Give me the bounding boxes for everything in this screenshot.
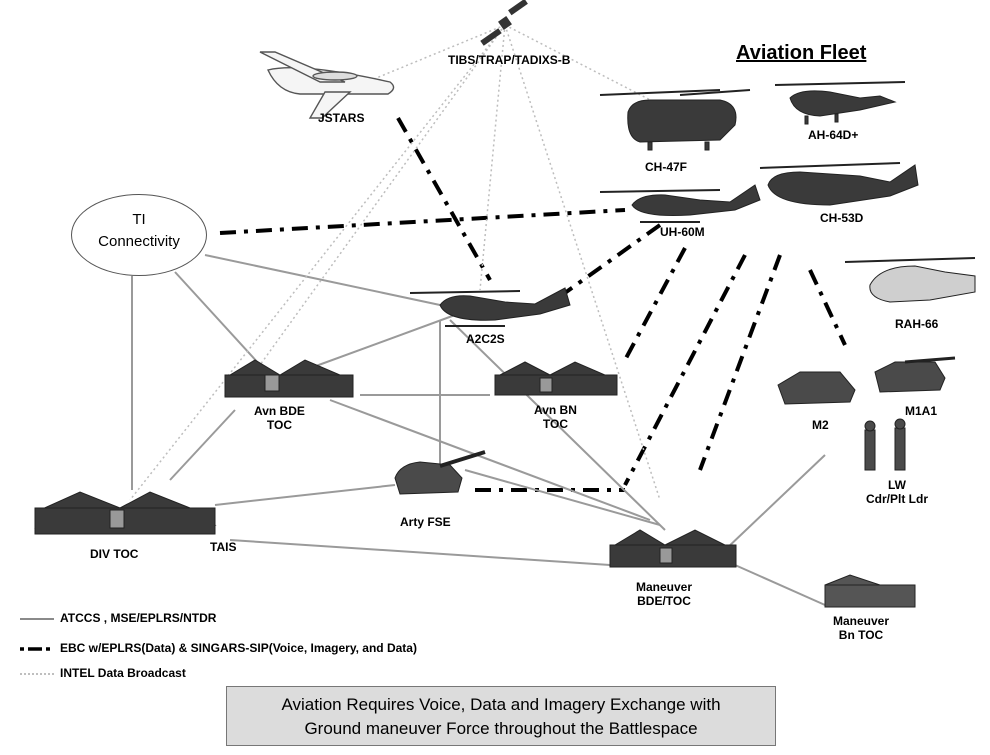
- maneuver-bn-line2: Bn TOC: [838, 628, 884, 642]
- link-avnbde-div: [169, 409, 236, 481]
- legend-solid-line-icon: [20, 617, 54, 620]
- maneuver-bde-line2: BDE/TOC: [637, 594, 691, 608]
- legend-intel-text: INTEL Data Broadcast: [60, 666, 186, 680]
- lw-label: LW Cdr/Plt Ldr: [866, 478, 928, 506]
- ch53-label: CH-53D: [820, 211, 864, 225]
- avn-bn-toc-icon: [494, 361, 618, 396]
- link-ti-avnbde: [174, 271, 261, 366]
- link-uh60-avnbn: [623, 247, 687, 361]
- ch47-label: CH-47F: [645, 160, 688, 174]
- rah66-label: RAH-66: [895, 317, 939, 331]
- maneuver-bde-line1: Maneuver: [636, 580, 693, 594]
- jstars-icon: [259, 51, 395, 119]
- maneuver-bn-toc-icon: [824, 574, 916, 608]
- lw-line1: LW: [888, 478, 906, 492]
- link-ch53-mane: [698, 254, 782, 471]
- aviation-fleet-title: Aviation Fleet: [736, 42, 867, 64]
- div-toc-icon: [34, 491, 217, 535]
- link-div-arty: [214, 484, 396, 506]
- legend-item-ebc: EBC w/EPLRS(Data) & SINGARS-SIP(Voice, I…: [20, 641, 417, 655]
- div-toc-label: DIV TOC: [90, 547, 139, 561]
- maneuver-bn-line1: Maneuver: [833, 614, 890, 628]
- jstars-label: JSTARS: [318, 111, 365, 125]
- link-avnbde-a2c2s: [304, 314, 456, 371]
- link-ti-uh60: [219, 208, 626, 235]
- ah64-icon: [774, 81, 906, 125]
- avn-bde-line2: TOC: [266, 418, 293, 432]
- banner-line2: Ground maneuver Force throughout the Bat…: [304, 719, 698, 738]
- link-manbde-manbn: [734, 564, 826, 606]
- ah64-label: AH-64D+: [808, 128, 859, 142]
- legend-item-intel: INTEL Data Broadcast: [20, 666, 186, 680]
- tais-label: TAIS: [210, 540, 237, 554]
- link-uh60-a2c2s: [553, 223, 662, 302]
- uh60-icon: [599, 184, 761, 223]
- a2c2s-label: A2C2S: [466, 332, 505, 346]
- m2-label: M2: [812, 418, 829, 432]
- maneuver-bn-label: Maneuver Bn TOC: [833, 614, 889, 642]
- link-ti-a2c2s: [204, 254, 441, 306]
- link-uh60-manbde: [623, 254, 747, 486]
- lw-icon: [864, 418, 906, 471]
- link-div-manbde: [229, 539, 611, 566]
- uh60-label: UH-60M: [660, 225, 705, 239]
- avn-bn-label: Avn BN TOC: [534, 403, 577, 431]
- avn-bn-line2: TOC: [542, 417, 568, 431]
- legend-dashdot-line-icon: [20, 647, 54, 651]
- rah66-icon: [844, 257, 976, 303]
- ti-connectivity-node: TI Connectivity: [71, 194, 207, 276]
- legend-ebc-text: EBC w/EPLRS(Data) & SINGARS-SIP(Voice, I…: [60, 641, 417, 655]
- satellite-icon: [480, 0, 528, 46]
- link-arty-manbde-2: [464, 469, 661, 526]
- lw-line2: Cdr/Plt Ldr: [866, 492, 928, 506]
- link-a2c2s-manbde: [449, 319, 666, 531]
- legend-dotted-line-icon: [20, 673, 54, 675]
- m2-icon: [777, 371, 856, 405]
- legend-atccs-text: ATCCS , MSE/EPLRS/NTDR: [60, 611, 217, 625]
- ti-line2: Connectivity: [98, 233, 180, 250]
- avn-bn-line1: Avn BN: [534, 403, 577, 417]
- m1a1-icon: [874, 356, 956, 393]
- link-manbde-m2: [724, 454, 826, 551]
- summary-banner: Aviation Requires Voice, Data and Imager…: [226, 686, 776, 746]
- avn-bde-label: Avn BDE TOC: [254, 404, 305, 432]
- m1a1-label: M1A1: [905, 404, 938, 418]
- maneuver-bde-toc-icon: [609, 529, 737, 568]
- link-avnbde-manbde: [329, 399, 651, 521]
- a2c2s-icon: [409, 287, 571, 327]
- ti-line1: TI: [132, 211, 146, 228]
- ch47-icon: [599, 89, 751, 151]
- maneuver-bde-label: Maneuver BDE/TOC: [636, 580, 692, 608]
- link-ch53-m2: [808, 269, 847, 346]
- arty-fse-icon: [394, 450, 486, 495]
- avn-bde-line1: Avn BDE: [254, 404, 305, 418]
- link-jstars-a2c2s: [396, 117, 492, 281]
- avn-bde-toc-icon: [224, 359, 354, 398]
- legend-item-atccs: ATCCS , MSE/EPLRS/NTDR: [20, 611, 216, 625]
- banner-line1: Aviation Requires Voice, Data and Imager…: [281, 695, 721, 714]
- satellite-label: TIBS/TRAP/TADIXS-B: [448, 53, 571, 67]
- ch53-icon: [759, 162, 919, 206]
- arty-fse-label: Arty FSE: [400, 515, 451, 529]
